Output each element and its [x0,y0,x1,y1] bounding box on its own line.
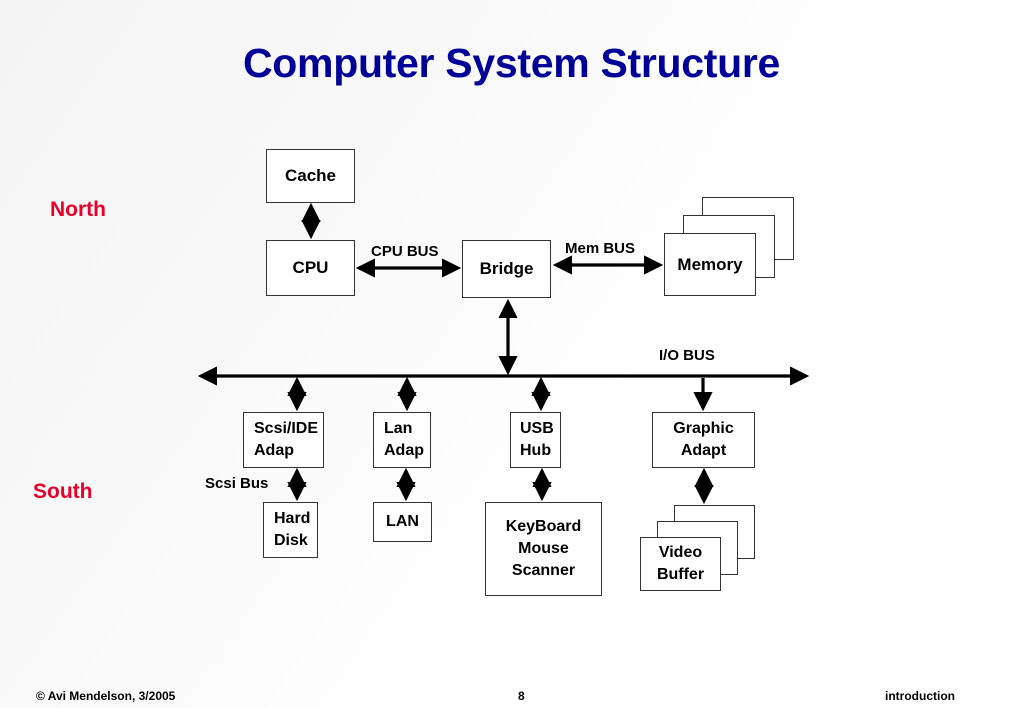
north-label: North [50,198,106,221]
video-buffer-box: Video Buffer [640,537,721,591]
mem-bus-label: Mem BUS [565,240,636,257]
hard-disk-box: Hard Disk [263,502,318,558]
footer-section: introduction [885,689,955,703]
footer-copyright: © Avi Mendelson, 3/2005 [36,689,176,703]
scsi-bus-label: Scsi Bus [205,475,269,492]
cpu-bus-label: CPU BUS [371,243,439,260]
scsi-ide-adapter-box: Scsi/IDE Adap [243,412,324,468]
io-bus-label: I/O BUS [659,347,715,364]
footer-page-number: 8 [518,689,525,703]
graphic-adapter-box: Graphic Adapt [652,412,755,468]
slide-title: Computer System Structure [242,40,780,86]
cache-box: Cache [266,149,355,203]
input-devices-box: KeyBoard Mouse Scanner [485,502,602,596]
memory-box: Memory [664,233,756,296]
cpu-box: CPU [266,240,355,296]
south-label: South [33,480,93,503]
bridge-box: Bridge [462,240,551,298]
lan-adapter-box: Lan Adap [373,412,431,468]
usb-hub-box: USB Hub [510,412,561,468]
lan-box: LAN [373,502,432,542]
